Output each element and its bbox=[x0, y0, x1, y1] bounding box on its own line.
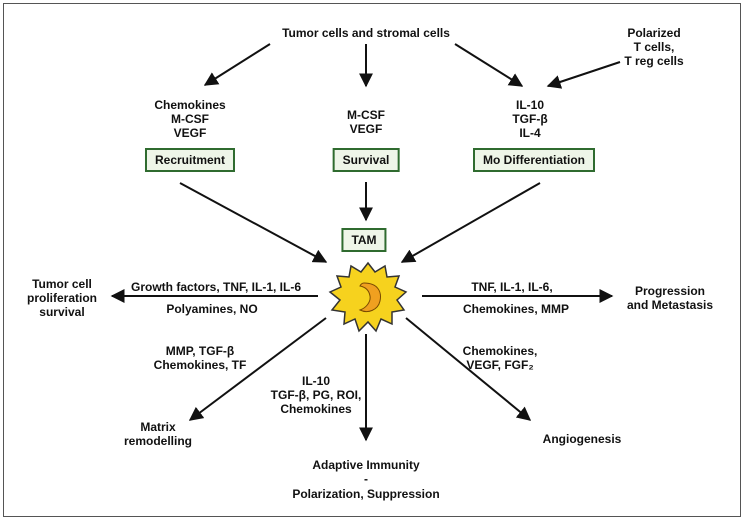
left-factors-below: Polyamines, NO bbox=[166, 302, 258, 316]
tam-cell-body bbox=[328, 261, 408, 333]
arrow-to-matrix bbox=[188, 317, 327, 421]
target-line-2: proliferation bbox=[26, 291, 98, 305]
adaptive-immunity-target: Adaptive Immunity - Polarization, Suppre… bbox=[292, 458, 439, 501]
progression-target: Progression and Metastasis bbox=[627, 284, 713, 312]
recruitment-factors: Chemokines M-CSF VEGF bbox=[154, 98, 225, 140]
arrow-differentiation-to-tam bbox=[400, 182, 541, 263]
factor-il4: IL-4 bbox=[519, 126, 541, 140]
tam-nucleus bbox=[358, 282, 381, 313]
survival-box: Survival bbox=[332, 148, 400, 172]
factor-chemokines: Chemokines bbox=[154, 98, 226, 112]
target-line-2: remodelling bbox=[123, 434, 193, 448]
differentiation-factors: IL-10 TGF-β IL-4 bbox=[512, 98, 547, 140]
target-line-3: survival bbox=[39, 305, 85, 319]
factor-mcsf: M-CSF bbox=[347, 108, 385, 122]
factor-line-3: Chemokines bbox=[280, 402, 352, 416]
factor-vegf: VEGF bbox=[173, 126, 207, 140]
polarized-tcells-label: Polarized T cells, T reg cells bbox=[624, 26, 683, 68]
angiogenesis-target: Angiogenesis bbox=[542, 432, 622, 446]
target-line-1: Adaptive Immunity bbox=[312, 458, 420, 472]
factor-line-2: TGF-β, PG, ROI, bbox=[270, 388, 362, 402]
survival-factors: M-CSF VEGF bbox=[347, 108, 385, 136]
source-label: Tumor cells and stromal cells bbox=[282, 26, 450, 40]
tumor-proliferation-target: Tumor cell proliferation survival bbox=[27, 277, 97, 319]
factor-line-1: IL-10 bbox=[301, 374, 330, 388]
arrow-to-recruitment bbox=[203, 43, 271, 86]
tam-box: TAM bbox=[341, 228, 387, 252]
target-line-1: Progression bbox=[634, 284, 706, 298]
target-line-1: Tumor cell bbox=[32, 277, 92, 291]
adaptive-factors: IL-10 TGF-β, PG, ROI, Chemokines bbox=[271, 374, 362, 416]
factor-tgfb: TGF-β bbox=[512, 112, 548, 126]
factor-mcsf: M-CSF bbox=[170, 112, 209, 126]
polarized-line-2: T cells, bbox=[633, 40, 675, 54]
polarized-line-1: Polarized bbox=[627, 26, 681, 40]
factor-il10: IL-10 bbox=[515, 98, 545, 112]
tam-cell bbox=[328, 261, 408, 333]
factor-line-1: Chemokines, bbox=[462, 344, 538, 358]
matrix-remodelling-target: Matrix remodelling bbox=[124, 420, 192, 448]
arrow-from-tcells bbox=[546, 61, 621, 89]
arrow-recruitment-to-tam bbox=[179, 182, 328, 263]
factor-line-2: Chemokines, TF bbox=[153, 358, 247, 372]
left-factors-above: Growth factors, TNF, IL-1, IL-6 bbox=[130, 280, 302, 294]
polarized-line-3: T reg cells bbox=[624, 54, 684, 68]
target-line-3: Polarization, Suppression bbox=[292, 487, 440, 501]
arrow-to-differentiation bbox=[454, 43, 524, 87]
matrix-factors: MMP, TGF-β Chemokines, TF bbox=[154, 344, 247, 372]
target-separator: - bbox=[363, 472, 368, 486]
target-line-1: Matrix bbox=[140, 420, 176, 434]
target-line-2: and Metastasis bbox=[626, 298, 714, 312]
factor-vegf: VEGF bbox=[349, 122, 383, 136]
differentiation-box: Mo Differentiation bbox=[473, 148, 595, 172]
angiogenesis-factors: Chemokines, VEGF, FGF₂ bbox=[463, 344, 538, 372]
right-factors-above: TNF, IL-1, IL-6, bbox=[471, 280, 553, 294]
factor-line-2: VEGF, FGF₂ bbox=[466, 358, 534, 372]
recruitment-box: Recruitment bbox=[144, 148, 236, 172]
arrow-to-angiogenesis bbox=[405, 317, 532, 421]
factor-line-1: MMP, TGF-β bbox=[165, 344, 235, 358]
right-factors-below: Chemokines, MMP bbox=[462, 302, 570, 316]
